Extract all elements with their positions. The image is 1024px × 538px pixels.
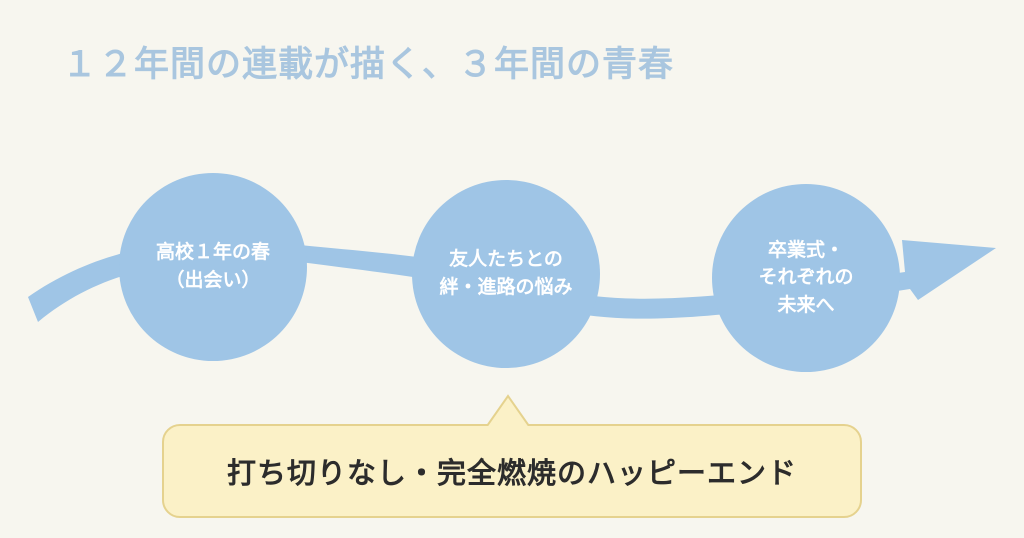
stage-label: 卒業式・ それぞれの 未来へ	[758, 238, 854, 316]
callout-box: 打ち切りなし・完全燃焼のハッピーエンド	[162, 424, 862, 518]
stage-label: 友人たちとの 絆・進路の悩み	[439, 248, 573, 298]
stage-circle-friendship: 友人たちとの 絆・進路の悩み	[412, 180, 600, 368]
callout-text: 打ち切りなし・完全燃焼のハッピーエンド	[226, 456, 797, 490]
callout-pointer	[486, 394, 530, 426]
stage-circle-first-spring: 高校１年の春 （出会い）	[119, 173, 307, 361]
slide-title: １２年間の連載が描く、３年間の青春	[62, 45, 675, 85]
stage-circle-graduation: 卒業式・ それぞれの 未来へ	[712, 184, 900, 372]
stage-label: 高校１年の春 （出会い）	[155, 241, 270, 291]
